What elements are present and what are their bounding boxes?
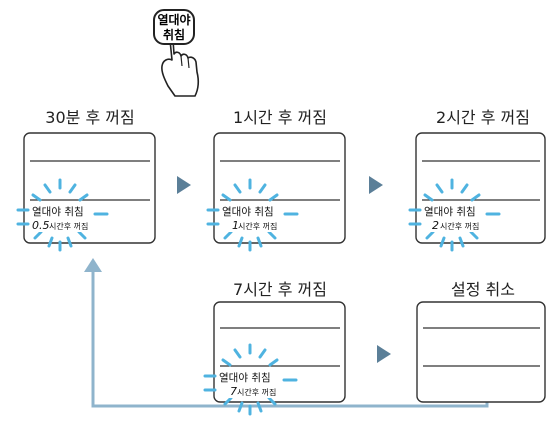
panel-cancel	[416, 301, 546, 403]
tropical-night-button[interactable]	[153, 9, 195, 45]
display-box: 열대야 취침 1 시간후 꺼짐	[220, 202, 282, 232]
panel-label-1h: 1시간 후 꺼짐	[233, 108, 327, 127]
flash-rays	[408, 178, 501, 252]
panel-label-7h: 7시간 후 꺼짐	[233, 280, 327, 299]
triangle-right-icon	[369, 176, 383, 194]
display-value: 2	[432, 219, 439, 232]
hand-button-group[interactable]: 열대야 취침	[153, 9, 200, 97]
flash-rays	[16, 178, 109, 252]
display-value: 7	[230, 385, 237, 398]
triangle-right-icon	[177, 176, 191, 194]
flash-rays	[203, 343, 298, 416]
triangle-right-icon	[377, 345, 391, 363]
panel-label-cancel: 설정 취소	[451, 280, 515, 299]
display-suffix: 시간후 꺼짐	[238, 221, 277, 231]
display-suffix: 시간후 꺼짐	[49, 221, 88, 231]
display-box: 열대야 취침 7 시간후 꺼짐	[217, 368, 281, 398]
return-arrowhead	[84, 258, 102, 272]
display-title: 열대야 취침	[32, 205, 84, 218]
display-title: 열대야 취침	[424, 205, 476, 218]
panel-frame	[416, 301, 546, 403]
display-value: 0.5	[32, 219, 50, 232]
display-title: 열대야 취침	[222, 205, 274, 218]
display-box: 열대야 취침 0.5 시간후 꺼짐	[30, 202, 92, 232]
panel-1h: 열대야 취침 1 시간후 꺼짐	[206, 132, 346, 252]
pointing-hand-icon	[161, 35, 200, 97]
button-label-line2: 취침	[163, 27, 185, 42]
panel-7h: 열대야 취침 7 시간후 꺼짐	[203, 301, 346, 416]
flash-rays	[206, 178, 299, 252]
panel-30min: 열대야 취침 0.5 시간후 꺼짐	[16, 132, 156, 252]
display-suffix: 시간후 꺼짐	[237, 387, 276, 397]
panel-label-2h: 2시간 후 꺼짐	[436, 108, 530, 127]
panel-2h: 열대야 취침 2 시간후 꺼짐	[408, 132, 546, 252]
display-suffix: 시간후 꺼짐	[440, 221, 479, 231]
button-label-line1: 열대야	[157, 12, 190, 27]
display-box: 열대야 취침 2 시간후 꺼짐	[422, 202, 484, 232]
panel-label-30min: 30분 후 꺼짐	[45, 108, 135, 127]
display-value: 1	[232, 219, 239, 232]
display-title: 열대야 취침	[219, 371, 271, 384]
